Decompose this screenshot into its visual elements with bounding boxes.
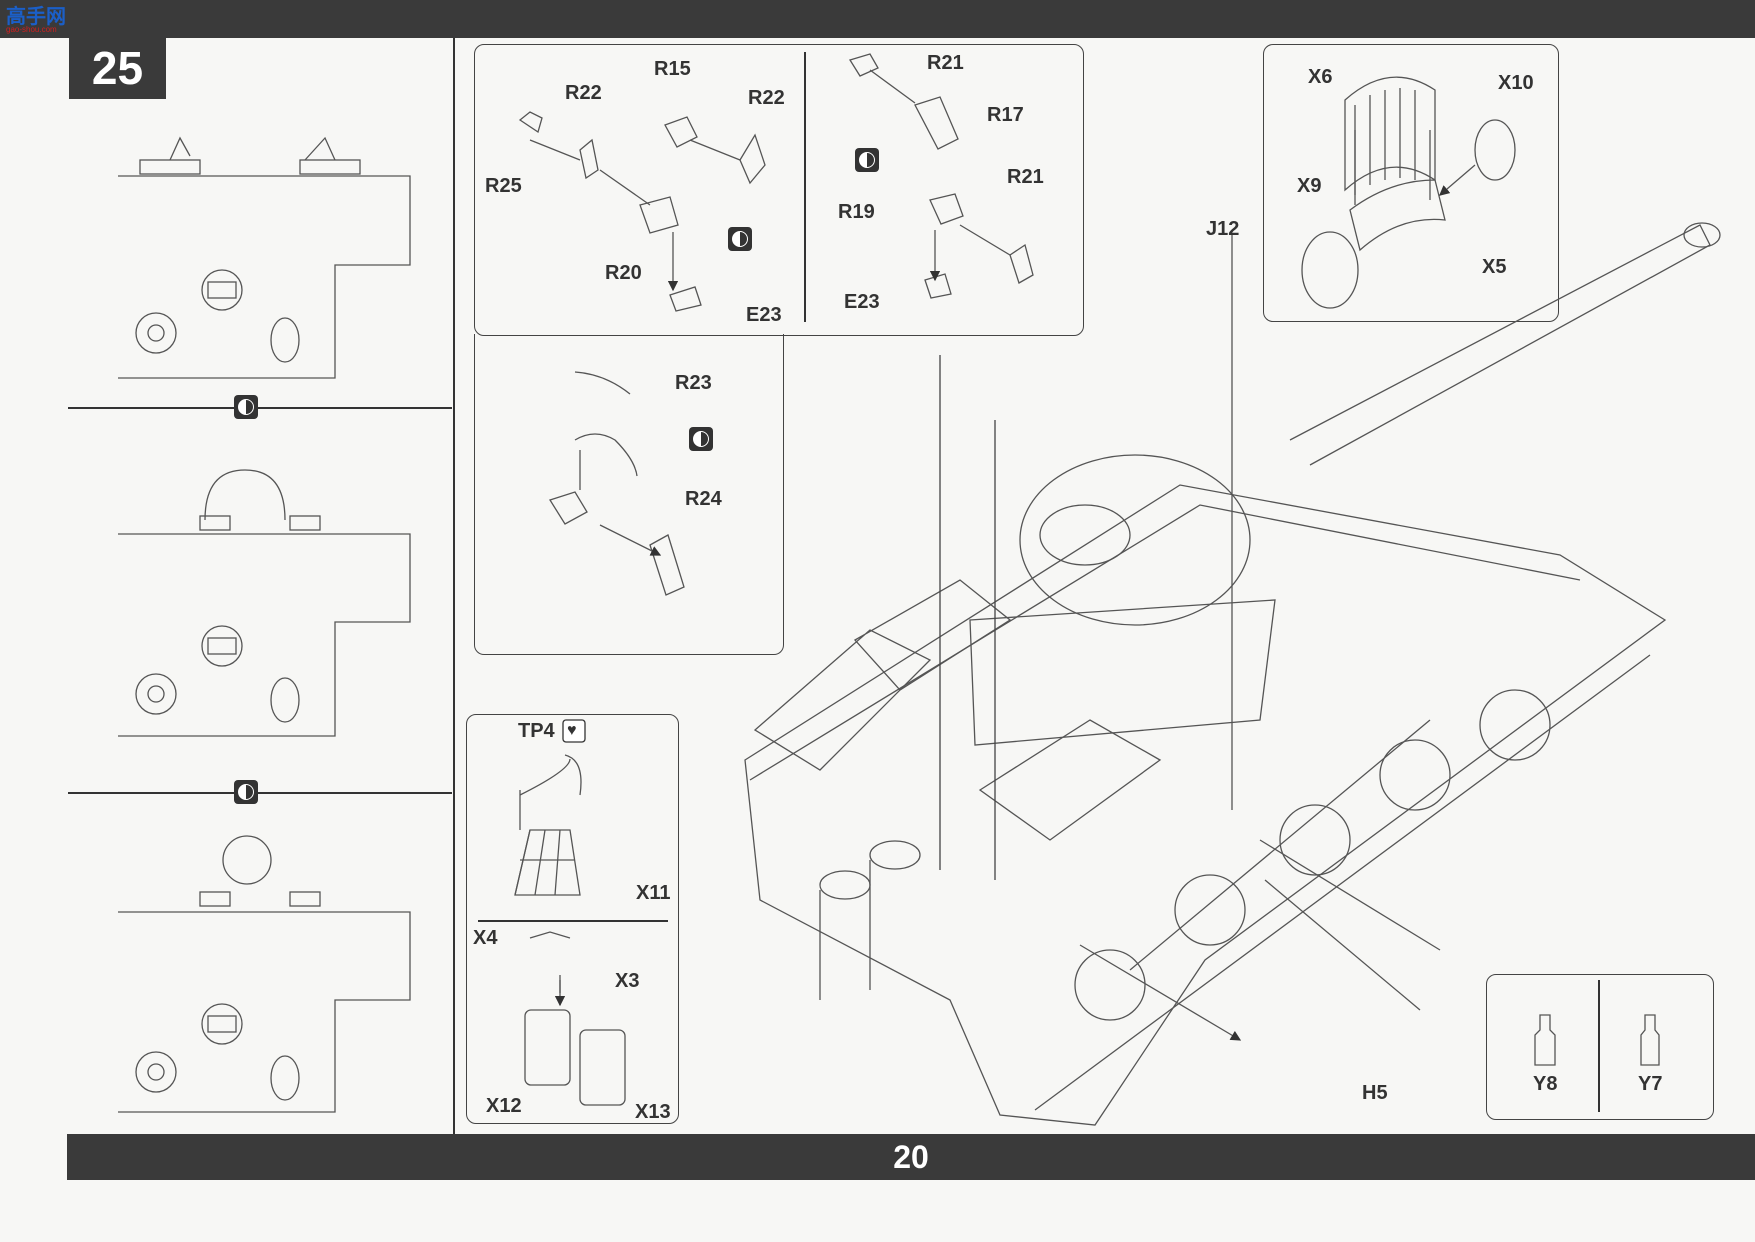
part-label-y7: Y7 [1638,1073,1663,1095]
top-bar [0,0,1755,38]
part-label-r23: R23 [675,372,712,394]
part-label-x4: X4 [473,927,498,949]
part-label-x6: X6 [1308,66,1333,88]
part-label-x13: X13 [635,1101,671,1123]
part-label-j12: J12 [1206,218,1240,240]
part-label-x10: X10 [1498,72,1534,94]
part-label-r21: R21 [927,52,964,74]
page-number: 20 [893,1138,929,1175]
tank-body [744,222,1721,1126]
hull-deck-view-1 [118,136,411,379]
part-label-r25: R25 [485,175,522,197]
left-row-divider-2 [68,792,452,794]
part-label-x12: X12 [486,1095,522,1117]
part-label-h5: H5 [1362,1082,1388,1104]
heart-icon: ♥ [567,722,577,739]
part-label-r22: R22 [748,87,785,109]
detail-box-y-parts [1486,974,1714,1120]
hull-deck-view-2 [118,469,411,737]
bottom-bar: 20 [67,1134,1755,1180]
part-label-x5: X5 [1482,256,1507,278]
site-logo: 高手网 gao-shou.com [6,6,68,36]
detail-box-basket-jerrycan [466,714,679,1124]
part-label-r21: R21 [1007,166,1044,188]
part-label-r15: R15 [654,58,691,80]
yin-yang-icon [234,395,258,419]
detail-box-r-divider [804,52,806,322]
yin-yang-icon [234,780,258,804]
part-label-y8: Y8 [1533,1073,1558,1095]
left-row-divider-1 [68,407,452,409]
basket-box-divider [478,920,668,922]
step-number-badge: 25 [69,37,166,99]
hull-deck-view-3 [118,835,411,1113]
part-label-r22: R22 [565,82,602,104]
detail-box-x-parts [1263,44,1559,322]
logo-mark: 高手网 [6,4,66,28]
part-label-x3: X3 [615,970,640,992]
detail-box-cable [474,334,784,655]
left-column-divider [453,38,455,1134]
part-label-x11: X11 [636,882,671,904]
yin-yang-icon [728,227,752,251]
part-label-r24: R24 [685,488,722,510]
y-box-divider [1598,980,1600,1112]
part-label-tp4: TP4 [518,720,555,742]
part-label-r20: R20 [605,262,642,284]
part-label-x9: X9 [1297,175,1322,197]
part-label-r19: R19 [838,201,875,223]
part-label-e23: E23 [844,291,880,313]
part-label-e23: E23 [746,304,782,326]
yin-yang-icon [855,148,879,172]
part-label-r17: R17 [987,104,1024,126]
yin-yang-icon [689,427,713,451]
logo-url: gao-shou.com [6,25,57,34]
